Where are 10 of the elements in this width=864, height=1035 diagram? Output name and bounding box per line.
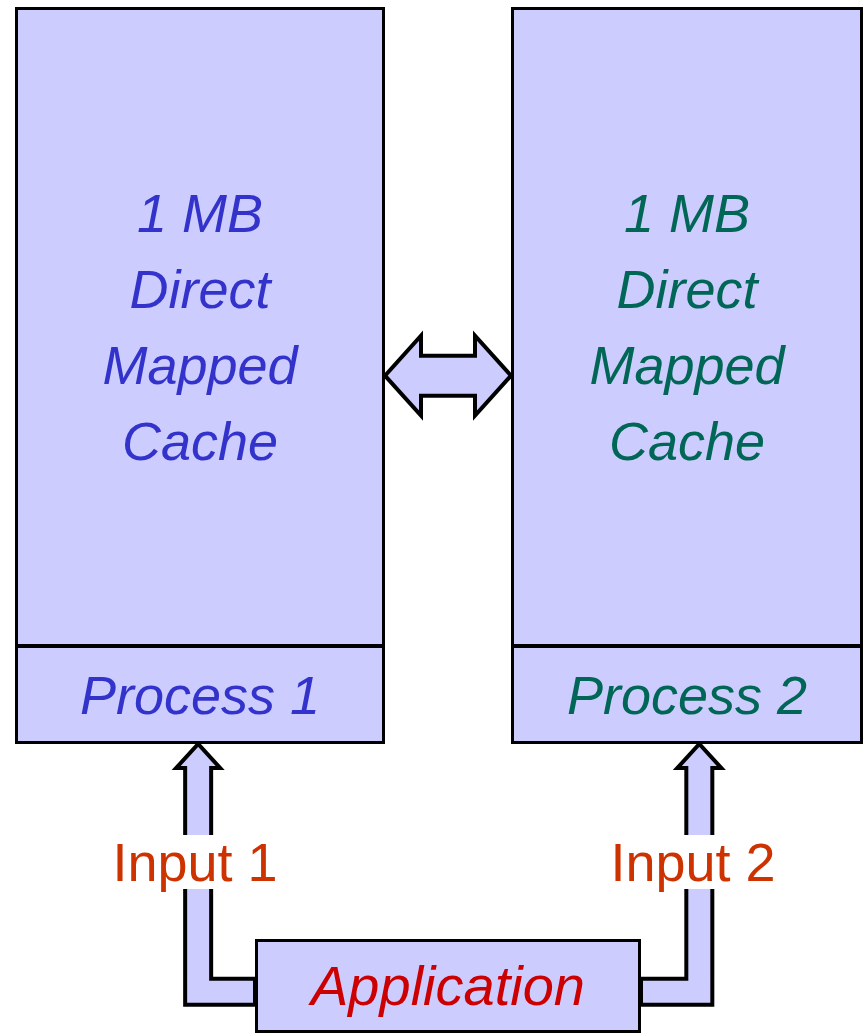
box-label: 1 MB Direct Mapped Cache — [588, 182, 787, 473]
application-box — [255, 939, 641, 1033]
process-box — [15, 645, 385, 744]
box-label: Process 1 — [79, 667, 321, 722]
box-label: Process 2 — [566, 667, 808, 722]
process-box — [511, 645, 863, 744]
hollow-arrow — [382, 330, 514, 421]
box-label: 1 MB Direct Mapped Cache — [101, 182, 300, 473]
cache-box — [511, 7, 863, 647]
cache-box — [15, 7, 385, 647]
